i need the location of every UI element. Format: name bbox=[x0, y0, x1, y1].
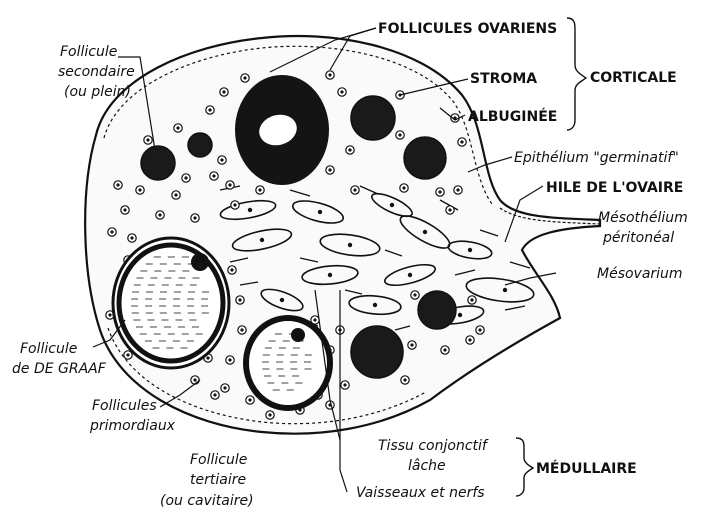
label-corticale: CORTICALE bbox=[590, 70, 677, 86]
oocyte-nucleus bbox=[146, 138, 149, 141]
label-text: tertiaire bbox=[190, 472, 246, 488]
label-stroma: STROMA bbox=[470, 71, 537, 87]
secondary-follicle bbox=[188, 133, 212, 157]
label-text: Tissu conjonctif bbox=[378, 438, 489, 454]
label-follicule-tertiaire: Follicule tertiaire (ou cavitaire) bbox=[160, 452, 254, 509]
oocyte-nucleus bbox=[184, 176, 187, 179]
oocyte-nucleus bbox=[328, 73, 331, 76]
oocyte-nucleus bbox=[448, 208, 451, 211]
oocyte-nucleus bbox=[116, 183, 119, 186]
oocyte-nucleus bbox=[353, 188, 356, 191]
label-follicule-graaf: Follicule de DE GRAAF bbox=[12, 341, 107, 377]
oocyte-nucleus bbox=[130, 236, 133, 239]
oocyte-nucleus bbox=[402, 186, 405, 189]
oocyte-nucleus bbox=[138, 188, 141, 191]
graafian-follicle bbox=[113, 238, 229, 368]
oocyte-nucleus bbox=[313, 318, 316, 321]
oocyte-nucleus bbox=[213, 393, 216, 396]
label-text: de DE GRAAF bbox=[12, 361, 107, 377]
label-medullaire: MÉDULLAIRE bbox=[536, 460, 637, 477]
oocyte-nucleus bbox=[410, 343, 413, 346]
oocyte-nucleus bbox=[258, 188, 261, 191]
secondary-follicle bbox=[418, 291, 456, 329]
oocyte-nucleus bbox=[340, 90, 343, 93]
oocyte-nucleus bbox=[230, 268, 233, 271]
secondary-follicle bbox=[141, 146, 175, 180]
label-albuginee: ALBUGINÉE bbox=[468, 108, 557, 125]
secondary-follicle bbox=[351, 326, 403, 378]
oocyte-nucleus bbox=[238, 298, 241, 301]
oocyte-nucleus bbox=[233, 203, 236, 206]
oocyte-nucleus bbox=[193, 216, 196, 219]
oocyte-nucleus bbox=[193, 378, 196, 381]
label-vaisseaux: Vaisseaux et nerfs bbox=[356, 485, 485, 501]
label-hile: HILE DE L'OVAIRE bbox=[546, 180, 683, 196]
label-follicules-primordiaux: Follicules primordiaux bbox=[89, 398, 176, 434]
label-mesovarium: Mésovarium bbox=[597, 266, 683, 282]
oocyte-nucleus bbox=[176, 126, 179, 129]
oocyte-nucleus bbox=[110, 230, 113, 233]
oocyte-nucleus bbox=[223, 386, 226, 389]
label-text: secondaire bbox=[58, 64, 135, 80]
secondary-follicle bbox=[351, 96, 395, 140]
label-text: péritonéal bbox=[602, 230, 674, 246]
label-text: primordiaux bbox=[89, 418, 176, 434]
oocyte-nucleus bbox=[348, 148, 351, 151]
oocyte-nucleus bbox=[403, 378, 406, 381]
label-text: Follicules bbox=[92, 398, 157, 414]
oocyte-nucleus bbox=[243, 76, 246, 79]
oocyte-nucleus bbox=[456, 188, 459, 191]
label-text: Follicule bbox=[20, 341, 77, 357]
oocyte-nucleus bbox=[228, 358, 231, 361]
oocyte-nucleus bbox=[470, 298, 473, 301]
oocyte-nucleus bbox=[228, 183, 231, 186]
oocyte-nucleus bbox=[343, 383, 346, 386]
oocyte-nucleus bbox=[222, 90, 225, 93]
oocyte-nucleus bbox=[206, 356, 209, 359]
oocyte-nucleus bbox=[126, 353, 129, 356]
oocyte-nucleus bbox=[212, 174, 215, 177]
label-text: Follicule bbox=[190, 452, 247, 468]
oocyte-nucleus bbox=[268, 413, 271, 416]
label-text: (ou cavitaire) bbox=[160, 493, 254, 509]
label-epithelium: Epithélium "germinatif" bbox=[514, 150, 679, 166]
oocyte-nucleus bbox=[248, 398, 251, 401]
oocyte-nucleus bbox=[468, 338, 471, 341]
tertiary-follicle bbox=[246, 318, 330, 408]
oocyte-nucleus bbox=[123, 208, 126, 211]
oocyte-nucleus bbox=[460, 140, 463, 143]
label-follicules-ovariens: FOLLICULES OVARIENS bbox=[378, 21, 557, 37]
oocyte-nucleus bbox=[398, 133, 401, 136]
label-mesothelium: Mésothélium péritonéal bbox=[598, 210, 688, 246]
oocyte-nucleus bbox=[443, 348, 446, 351]
label-text: Follicule bbox=[60, 44, 117, 60]
oocyte-nucleus bbox=[108, 313, 111, 316]
oocyte-nucleus bbox=[158, 213, 161, 216]
oocyte-nucleus bbox=[220, 158, 223, 161]
secondary-follicle bbox=[404, 137, 446, 179]
oocyte-nucleus bbox=[438, 190, 441, 193]
label-text: Mésothélium bbox=[598, 210, 688, 226]
label-tissu-conjonctif: Tissu conjonctif lâche bbox=[378, 438, 489, 474]
label-text: lâche bbox=[408, 458, 446, 474]
oocyte-nucleus bbox=[240, 328, 243, 331]
oocyte-nucleus bbox=[174, 193, 177, 196]
oocyte-nucleus bbox=[328, 168, 331, 171]
oocyte-nucleus bbox=[478, 328, 481, 331]
label-text: (ou plein) bbox=[64, 84, 131, 100]
oocyte-nucleus bbox=[413, 293, 416, 296]
label-follicule-secondaire: Follicule secondaire (ou plein) bbox=[58, 44, 135, 100]
oocyte-nucleus bbox=[208, 108, 211, 111]
large-follicle bbox=[235, 75, 329, 185]
